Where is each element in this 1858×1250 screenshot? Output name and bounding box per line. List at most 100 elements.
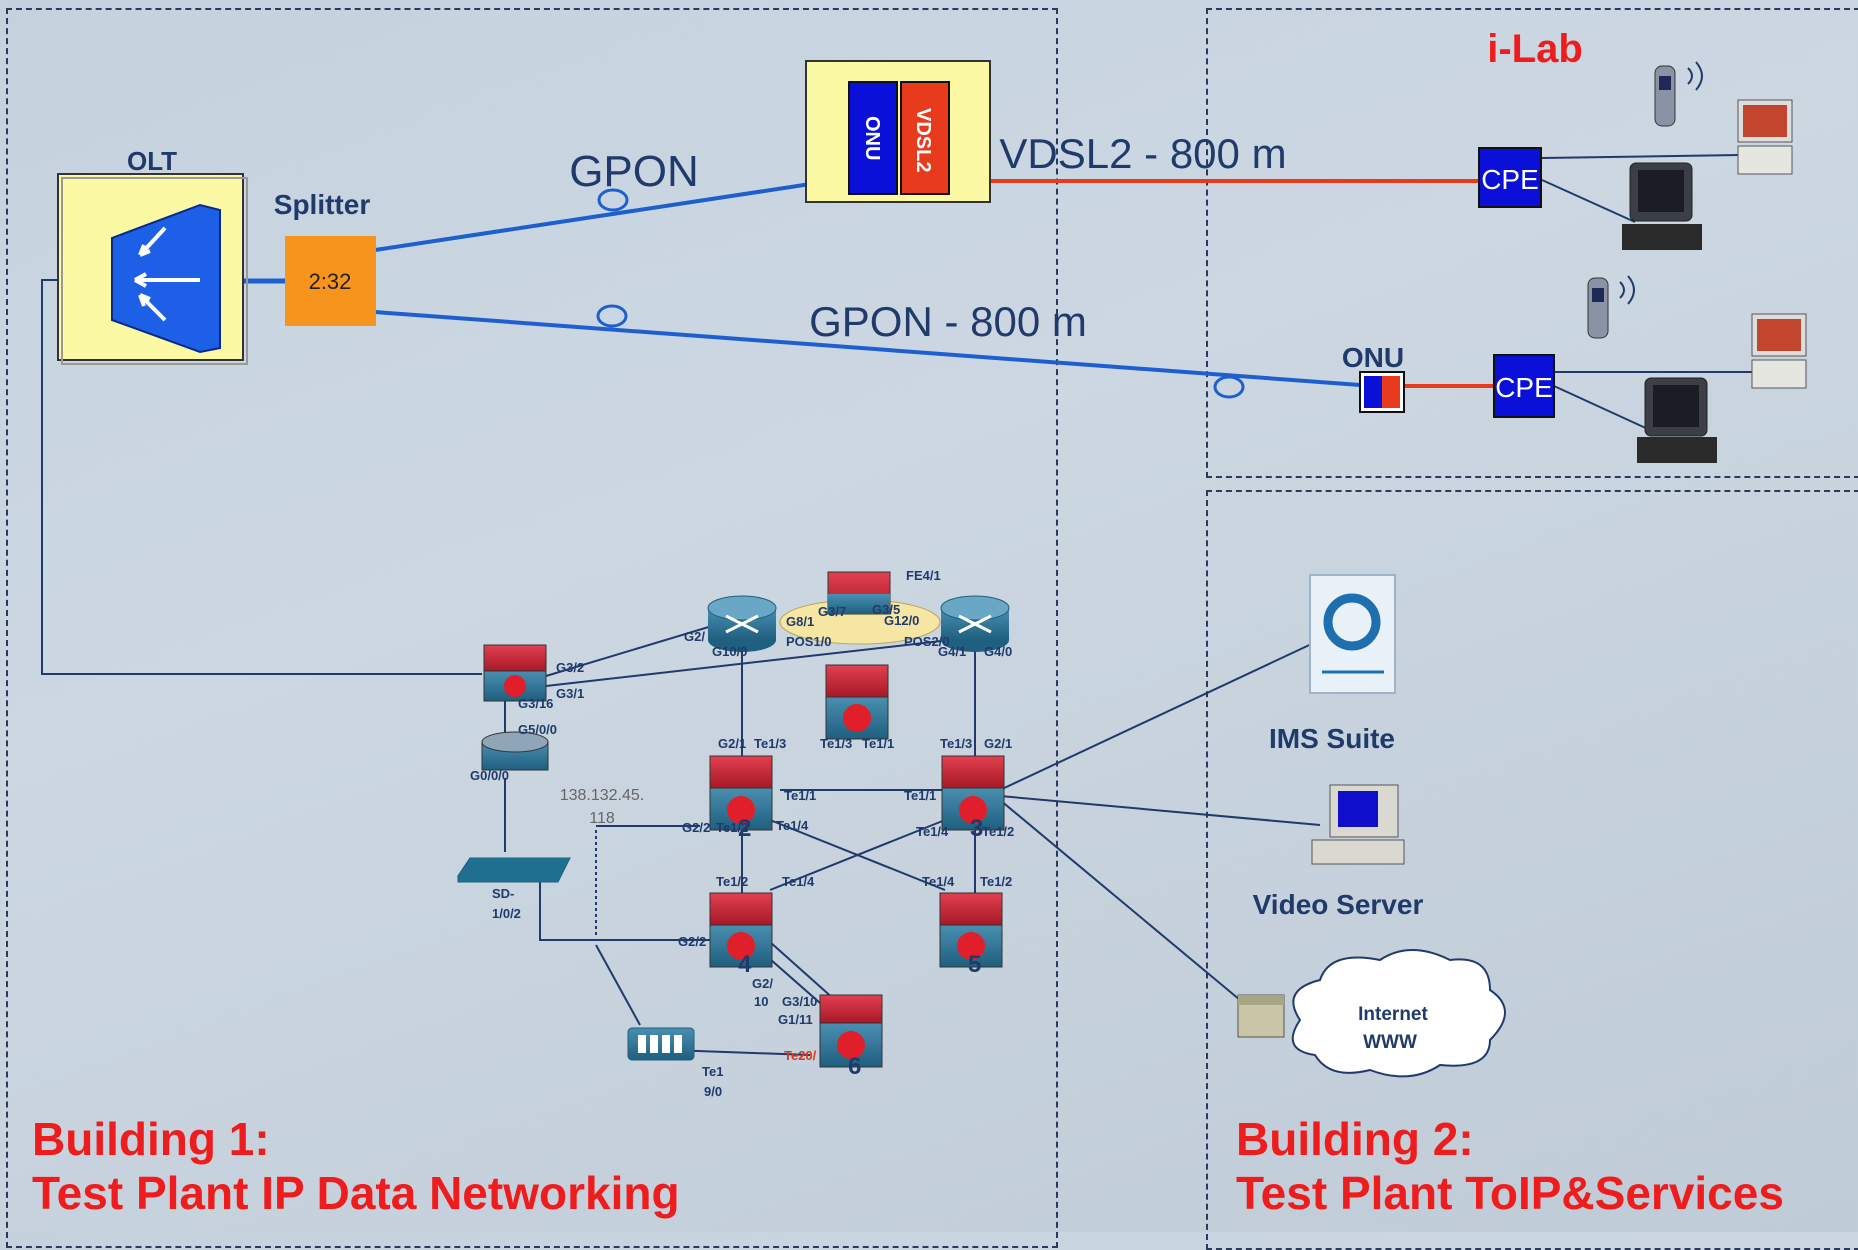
port-label-n6: 6: [848, 1053, 861, 1080]
port-label-te1: Te1: [702, 1064, 723, 1079]
router-g500: [481, 731, 549, 771]
onu-box-label: ONU: [861, 116, 883, 160]
core-links: [504, 625, 1321, 1056]
onu-right-label: ONU: [1342, 342, 1404, 373]
port-label-g000: G0/0/0: [470, 768, 509, 783]
port-label-m_te13: Te1/3: [820, 736, 852, 751]
port-label-b5_te14: Te1/4: [922, 874, 955, 889]
building1-title-line1: Building 1:: [32, 1113, 270, 1165]
port-label-l_te13: Te1/3: [754, 736, 786, 751]
port-label-g310: G3/10: [782, 994, 817, 1009]
video-server-icon: [1311, 784, 1405, 865]
cpe-bottom-box: [1493, 354, 1555, 418]
port-label-fe41: FE4/1: [906, 568, 941, 583]
cpe-top-box: [1478, 147, 1542, 208]
port-label-g40: G4/0: [984, 644, 1012, 659]
switch-g32: [483, 644, 547, 702]
port-label-r_g21: G2/1: [984, 736, 1012, 751]
port-label-g22_bot: G2/2: [678, 934, 706, 949]
port-label-g37: G3/7: [818, 604, 846, 619]
port-label-l_te11: Te1/1: [784, 788, 816, 803]
port-label-g100: G10/0: [712, 644, 747, 659]
ims-suite-icon: [1309, 574, 1396, 694]
building2-title-line1: Building 2:: [1236, 1113, 1474, 1165]
video-server-label: Video Server: [1253, 889, 1424, 920]
port-label-sd_2: 1/0/2: [492, 906, 521, 921]
www-label: WWW: [1363, 1032, 1417, 1053]
port-label-g2_10a: G2/: [752, 976, 773, 991]
ilab-title: i-Lab: [1487, 27, 1583, 71]
port-labels: FE4/1 G3/7 G3/5 G8/1 G12/0 POS1/0 POS2/0…: [470, 568, 1014, 1099]
tester-device: [627, 1027, 695, 1061]
building1-title: Building 1: Test Plant IP Data Networkin…: [32, 1112, 680, 1220]
switch-mid: [825, 664, 889, 740]
port-label-g316: G3/16: [518, 696, 553, 711]
node-numbers: 2 3 4 5 6: [738, 815, 983, 1080]
port-label-g2slash: G2/: [684, 629, 705, 644]
port-label-g120: G12/0: [884, 613, 919, 628]
port-label-b4_te12: Te1/2: [716, 874, 748, 889]
switch-4: [709, 892, 773, 968]
port-label-g81: G8/1: [786, 614, 814, 629]
port-label-r_te12: Te1/2: [982, 824, 1014, 839]
port-label-g41: G4/1: [938, 644, 966, 659]
port-label-r_te13: Te1/3: [940, 736, 972, 751]
building1-title-line2: Test Plant IP Data Networking: [32, 1167, 680, 1219]
port-label-te90: 9/0: [704, 1084, 722, 1099]
onu-vdsl2-device: ONU VDSL2: [805, 60, 991, 203]
port-label-g2_10b: 10: [754, 994, 768, 1009]
tv-icon: [1622, 162, 1702, 250]
firewall-icon: [1237, 994, 1285, 1038]
olt-label: OLT: [127, 146, 177, 176]
switch-3: [941, 755, 1005, 831]
port-label-pos10: POS1/0: [786, 634, 832, 649]
port-label-b5_te12: Te1/2: [980, 874, 1012, 889]
port-label-pos20: POS2/0: [904, 634, 950, 649]
port-label-g500: G5/0/0: [518, 722, 557, 737]
port-label-r_te14: Te1/4: [916, 824, 949, 839]
port-label-sd_1: SD-: [492, 886, 514, 901]
port-label-g32: G3/2: [556, 660, 584, 675]
building2-title: Building 2: Test Plant ToIP&Services: [1236, 1112, 1784, 1220]
ip-address-line1: 138.132.45.: [560, 787, 645, 804]
vdsl2-link-label: VDSL2 - 800 m: [999, 130, 1286, 177]
port-label-g22_top: G2/2: [682, 820, 710, 835]
fiber-spool-1: [597, 188, 629, 212]
port-label-g111: G1/11: [778, 1012, 813, 1027]
mobile-phone-icon: [1654, 61, 1703, 127]
port-label-g35: G3/5: [872, 602, 900, 617]
gpon-label: GPON: [569, 147, 699, 196]
switch-6: [819, 994, 883, 1068]
router-left: [707, 595, 777, 652]
port-label-n4: 4: [738, 951, 752, 978]
olt-device: [57, 173, 248, 365]
splitter-label: Splitter: [274, 189, 371, 220]
switch-5: [939, 892, 1003, 968]
internet-label: Internet: [1358, 1004, 1428, 1025]
building2-title-line2: Test Plant ToIP&Services: [1236, 1167, 1784, 1219]
port-label-m_te11: Te1/1: [862, 736, 894, 751]
splitter-ratio: 2:32: [309, 269, 352, 294]
top-switch-fe41: [827, 571, 891, 615]
gpon-top-link: [374, 176, 851, 252]
port-label-r_te11: Te1/1: [904, 788, 936, 803]
port-label-te20: Te20/: [784, 1048, 817, 1063]
port-label-l_te14: Te1/4: [776, 818, 809, 833]
port-label-n2: 2: [738, 815, 751, 842]
switch-sd: [457, 857, 571, 883]
port-label-n3: 3: [970, 815, 983, 842]
gpon-link-label: GPON - 800 m: [809, 298, 1087, 345]
pc-icon-2: [1751, 313, 1807, 389]
ims-label: IMS Suite: [1269, 723, 1395, 754]
port-label-n5: 5: [968, 951, 981, 978]
fiber-spool-3: [1213, 375, 1245, 399]
tv-icon-2: [1637, 377, 1717, 463]
cpe-top-label: CPE: [1481, 164, 1539, 195]
fiber-spool-2: [596, 304, 628, 328]
cpe-bottom-label: CPE: [1495, 372, 1553, 403]
ilab-area: [1206, 8, 1858, 478]
port-label-b4_te14: Te1/4: [782, 874, 815, 889]
internet-cloud: [1291, 949, 1506, 1078]
